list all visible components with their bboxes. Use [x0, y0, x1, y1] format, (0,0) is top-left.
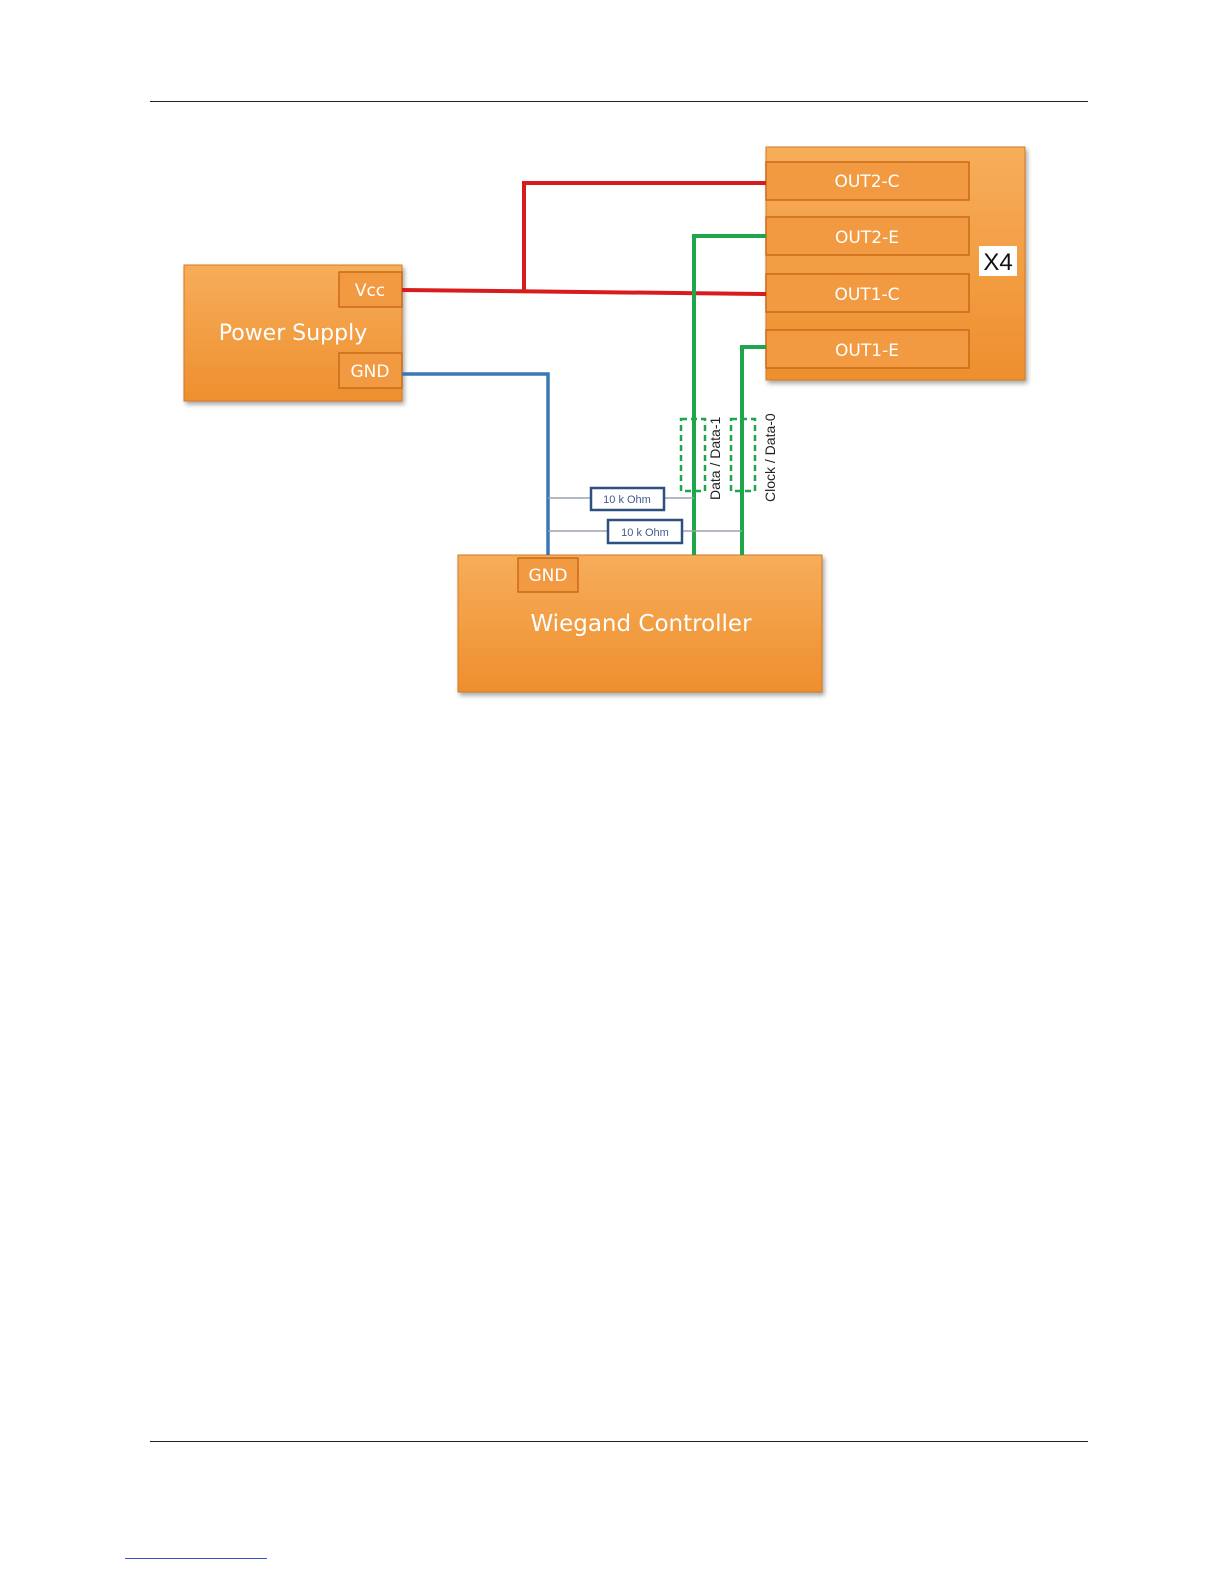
controller-gnd-pin-label: GND [529, 566, 568, 586]
out2-e-pin-label: OUT2-E [835, 228, 899, 248]
vcc-pin-label: Vcc [355, 281, 385, 301]
x4-label: X4 [983, 249, 1012, 276]
wiring-diagram: Vcc GND Power Supply OUT2-C OUT2-E OUT1-… [0, 0, 1224, 720]
data-signal-label: Data / Data-1 [707, 417, 723, 500]
ground-wire [402, 374, 548, 555]
vcc-to-out1-c-wire [402, 290, 766, 294]
resistor-2-label: 10 k Ohm [621, 527, 669, 539]
power-supply-label: Power Supply [219, 321, 367, 346]
footer-link-underline [125, 1558, 267, 1559]
footer-rule [150, 1441, 1088, 1442]
wiegand-controller-label: Wiegand Controller [530, 611, 752, 637]
resistor-1-label: 10 k Ohm [603, 494, 651, 506]
clock-signal-label: Clock / Data-0 [762, 413, 778, 502]
out1-c-pin-label: OUT1-C [834, 285, 899, 305]
out1-e-pin-label: OUT1-E [835, 341, 899, 361]
data-wire [694, 236, 766, 555]
power-gnd-pin-label: GND [351, 362, 390, 382]
out2-c-pin-label: OUT2-C [834, 172, 899, 192]
